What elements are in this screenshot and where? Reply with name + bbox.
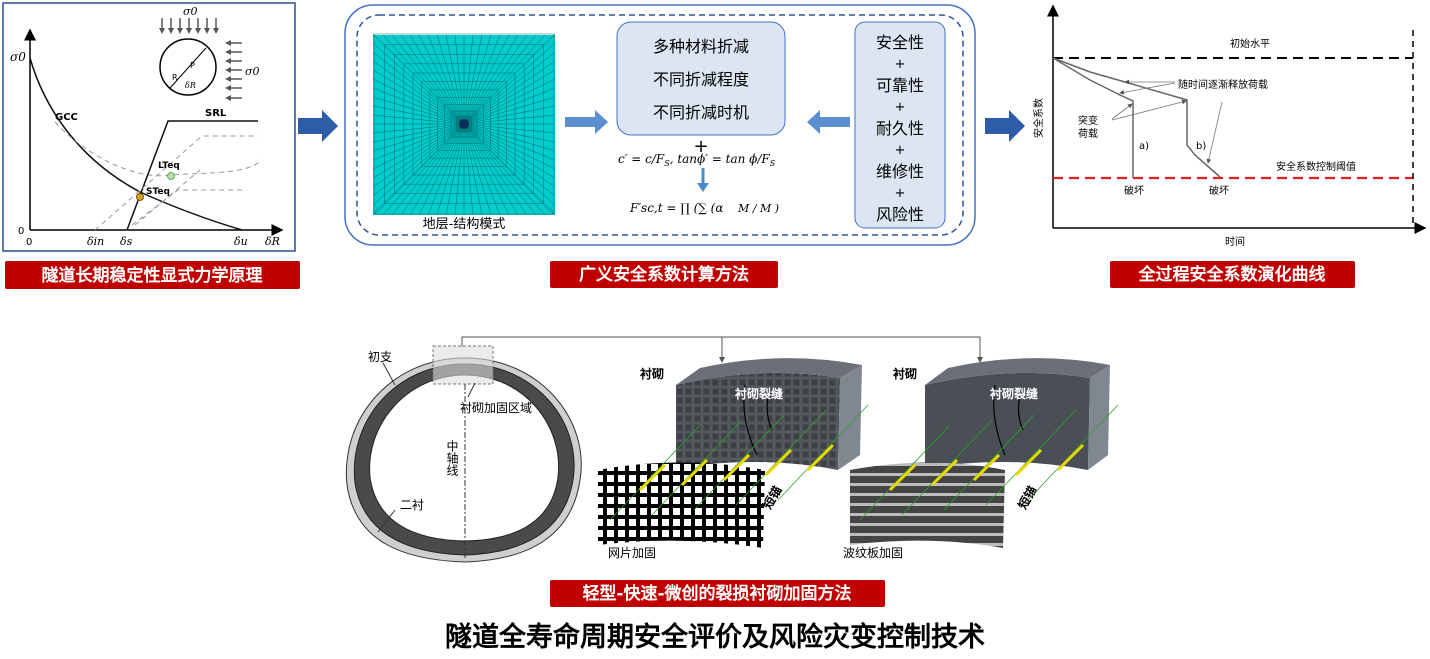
curve-a	[1052, 57, 1134, 178]
panel-stability-principle: σ0 σ0 P R δR σ0 GCC SRL LTeq STeq 0 0 δi…	[2, 2, 296, 252]
lining-block	[676, 372, 840, 470]
initial-level-label: 初始水平	[1230, 37, 1270, 50]
lining-label: 衬砌	[640, 366, 664, 381]
attribute-item: 可靠性	[876, 76, 924, 95]
horizontal-stress-arrows	[225, 40, 242, 101]
panel-safety-factor-method: 地层-结构模式 多种材料折减 不同折减程度 不同折减时机 + c′ = c/FS…	[344, 4, 976, 246]
tunnel-section-icon	[159, 38, 217, 96]
gradual-load-label: 随时间逐渐释放荷载	[1178, 78, 1268, 91]
corrugated-plate	[850, 462, 1005, 548]
reduction-item: 不同折减时机	[653, 103, 749, 122]
mesh-panel	[598, 462, 765, 548]
lteq-point	[167, 172, 175, 180]
x-tick-delta-in: δin	[87, 235, 104, 248]
crack-label: 衬砌裂缝	[735, 386, 783, 401]
page-title: 隧道全寿命周期安全评价及风险灾变控制技术	[445, 621, 985, 653]
safety-factor-formula-tail: M / M )	[737, 202, 779, 215]
curve-b-label: b)	[1196, 141, 1206, 152]
plus-sign: +	[693, 136, 708, 157]
tag-bg	[5, 261, 300, 289]
reinforcement-region-box	[432, 345, 494, 385]
failure-b-label: 破坏	[1209, 184, 1229, 197]
tag-bg	[550, 580, 885, 607]
reduction-item: 不同折减程度	[653, 70, 749, 89]
corrugated-reinforcement-label: 波纹板加固	[843, 546, 903, 560]
vertical-stress-arrows	[159, 18, 219, 34]
x-axis-label: δR	[265, 235, 280, 248]
x-tick-delta-u: δu	[234, 235, 248, 248]
tag-bg	[550, 261, 778, 288]
reduction-formula: c′ = c/FS, tanϕ′ = tan ϕ/FS	[618, 152, 776, 168]
lteq-label: LTeq	[158, 161, 180, 171]
reduction-item: 多种材料折减	[653, 37, 749, 56]
panel1-tag: 隧道长期稳定性显式力学原理	[42, 265, 263, 286]
x-tick-delta-s: δs	[120, 235, 133, 248]
attribute-item: 耐久性	[876, 119, 924, 138]
x-zero-label: 0	[26, 237, 32, 248]
srl-label: SRL	[205, 108, 227, 119]
curve-b	[1052, 57, 1221, 178]
anchor-label: 短锚	[1015, 483, 1040, 511]
lining-block	[925, 372, 1090, 470]
safety-factor-formula: F′sc,t = ∏ (∑ (α	[629, 201, 723, 215]
arrow-right-icon	[298, 110, 338, 142]
attribute-plus: +	[895, 100, 906, 115]
sigma0-top-label: σ0	[183, 5, 198, 18]
mesh-label: 地层-结构模式	[423, 217, 506, 232]
attribute-item: 维修性	[876, 162, 924, 181]
primary-support-label: 初支	[368, 350, 392, 364]
failure-a-label: 破坏	[1124, 184, 1144, 197]
panel4-tag: 轻型-快速-微创的裂损衬砌加固方法	[582, 583, 851, 604]
attribute-plus: +	[895, 57, 906, 72]
sudden-load-label: 突变	[1078, 114, 1098, 127]
reduction-box	[616, 21, 786, 136]
mesh-reinforcement-label: 网片加固	[608, 546, 656, 560]
reinforcement-region-label: 衬砌加固区域	[460, 401, 532, 415]
crack	[743, 384, 773, 456]
tag-bg	[1110, 261, 1355, 288]
crack-label: 衬砌裂缝	[990, 386, 1038, 401]
y-sigma0-label: σ0	[10, 50, 26, 64]
center-axis-label: 中轴线	[445, 439, 459, 476]
panel-lining-reinforcement: 初支 二衬 衬砌加固区域 中轴线 衬砌 衬砌裂缝 短锚 网片加固 衬砌 衬砌裂缝…	[345, 336, 1119, 563]
attribute-item: 安全性	[876, 33, 924, 52]
curve-a-label: a)	[1139, 141, 1149, 152]
y-axis-label: 安全系数	[1032, 98, 1045, 138]
tunnel-opening	[459, 119, 469, 129]
gcc-curve	[29, 57, 243, 231]
short-anchors	[609, 404, 1119, 521]
panel2-tag: 广义安全系数计算方法	[579, 264, 749, 285]
stratum-structure-mesh	[372, 33, 556, 216]
gcc-label: GCC	[55, 112, 78, 123]
attribute-item: 风险性	[876, 205, 924, 224]
arrow-right-icon	[985, 110, 1025, 142]
arrow-down-icon	[697, 183, 709, 192]
p-label: P	[190, 61, 195, 70]
attribute-plus: +	[895, 143, 906, 158]
sudden-load-label: 荷载	[1078, 128, 1098, 140]
steq-point	[136, 193, 144, 201]
steq-label: STeq	[146, 187, 170, 197]
secondary-lining-label: 二衬	[400, 498, 424, 512]
deltar-circle-label: δR	[185, 81, 196, 90]
panel3-tag: 全过程安全系数演化曲线	[1138, 264, 1326, 285]
y-zero-label: 0	[18, 226, 24, 237]
r-label: R	[172, 73, 178, 82]
arrow-left-icon	[807, 110, 850, 134]
lining-label: 衬砌	[893, 366, 917, 381]
x-axis-label: 时间	[1225, 235, 1245, 248]
attributes-box	[854, 21, 946, 229]
sigma0-right-label: σ0	[245, 65, 260, 78]
threshold-label: 安全系数控制阈值	[1276, 160, 1356, 173]
attribute-plus: +	[895, 186, 906, 201]
arrow-right-icon	[565, 110, 608, 134]
panel-safety-evolution-curve: 安全系数 时间 初始水平 随时间逐渐释放荷载 突变 荷载 a) b) 安全系数控…	[1032, 4, 1427, 248]
